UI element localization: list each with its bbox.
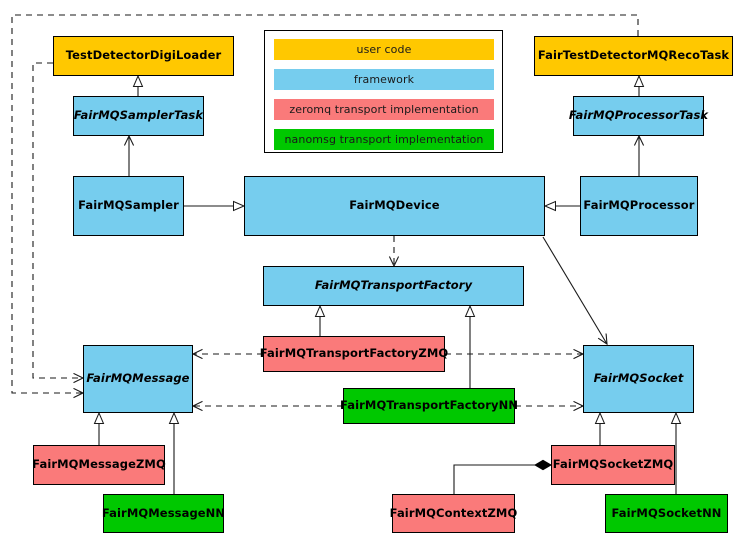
class-node-label: FairMQProcessor <box>583 198 695 213</box>
class-node-label: FairMQMessageZMQ <box>32 457 166 472</box>
class-node-fairmq-processor-task[interactable]: FairMQProcessorTask <box>569 96 708 136</box>
class-node-label: FairMQSampler <box>78 198 179 213</box>
class-node-fairmq-context-zmq[interactable]: FairMQContextZMQ <box>389 494 518 533</box>
class-node-fairmq-message-nn[interactable]: FairMQMessageNN <box>101 494 226 533</box>
class-node-label: FairMQSamplerTask <box>73 108 204 123</box>
class-node-fair-test-detector-mq-reco-task[interactable]: FairTestDetectorMQRecoTask <box>534 36 733 76</box>
class-node-fairmq-device[interactable]: FairMQDevice <box>244 176 545 236</box>
class-node-label: FairMQTransportFactory <box>314 278 473 293</box>
class-node-label: FairMQProcessorTask <box>568 108 709 123</box>
legend-item-label: framework <box>353 73 415 86</box>
legend-item-framework: framework <box>274 69 494 90</box>
legend-item-label: user code <box>356 43 412 56</box>
class-node-label: FairMQMessageNN <box>101 505 226 520</box>
class-node-label: FairMQSocketNN <box>611 505 722 520</box>
class-node-fairmq-transport-factory[interactable]: FairMQTransportFactory <box>263 266 524 306</box>
legend-panel: user code framework zeromq transport imp… <box>264 30 503 153</box>
class-node-label: FairMQMessage <box>86 371 190 386</box>
class-node-fairmq-sampler[interactable]: FairMQSampler <box>73 176 184 236</box>
edge-contextzmq-to-socketzmq <box>453 459 552 494</box>
legend-item-nanomsg: nanomsg transport implementation <box>274 129 494 150</box>
legend-item-zeromq: zeromq transport implementation <box>274 99 494 120</box>
legend-item-label: zeromq transport implementation <box>289 103 479 116</box>
class-node-label: FairMQDevice <box>349 198 440 213</box>
class-node-test-detector-digi-loader[interactable]: TestDetectorDigiLoader <box>53 36 234 76</box>
class-node-label: FairMQTransportFactoryZMQ <box>259 346 449 361</box>
class-node-label: TestDetectorDigiLoader <box>65 48 222 63</box>
class-node-fairmq-socket[interactable]: FairMQSocket <box>583 345 694 413</box>
class-node-label: FairMQSocketZMQ <box>552 457 674 472</box>
class-node-label: FairMQContextZMQ <box>389 505 518 520</box>
class-node-label: FairMQSocket <box>593 371 684 386</box>
class-node-fairmq-message-zmq[interactable]: FairMQMessageZMQ <box>32 445 166 485</box>
class-node-fairmq-processor[interactable]: FairMQProcessor <box>580 176 698 236</box>
edge-device-to-socket <box>542 236 607 344</box>
class-node-fairmq-transport-factory-zmq[interactable]: FairMQTransportFactoryZMQ <box>260 336 448 372</box>
class-node-fairmq-sampler-task[interactable]: FairMQSamplerTask <box>73 96 204 136</box>
class-node-fairmq-socket-nn[interactable]: FairMQSocketNN <box>605 494 728 533</box>
class-node-fairmq-message[interactable]: FairMQMessage <box>83 345 193 413</box>
legend-item-user-code: user code <box>274 39 494 60</box>
legend-item-label: nanomsg transport implementation <box>284 133 484 146</box>
class-node-fairmq-transport-factory-nn[interactable]: FairMQTransportFactoryNN <box>339 388 519 424</box>
class-node-label: FairTestDetectorMQRecoTask <box>537 48 730 63</box>
class-node-label: FairMQTransportFactoryNN <box>339 398 519 413</box>
class-node-fairmq-socket-zmq[interactable]: FairMQSocketZMQ <box>551 445 675 485</box>
